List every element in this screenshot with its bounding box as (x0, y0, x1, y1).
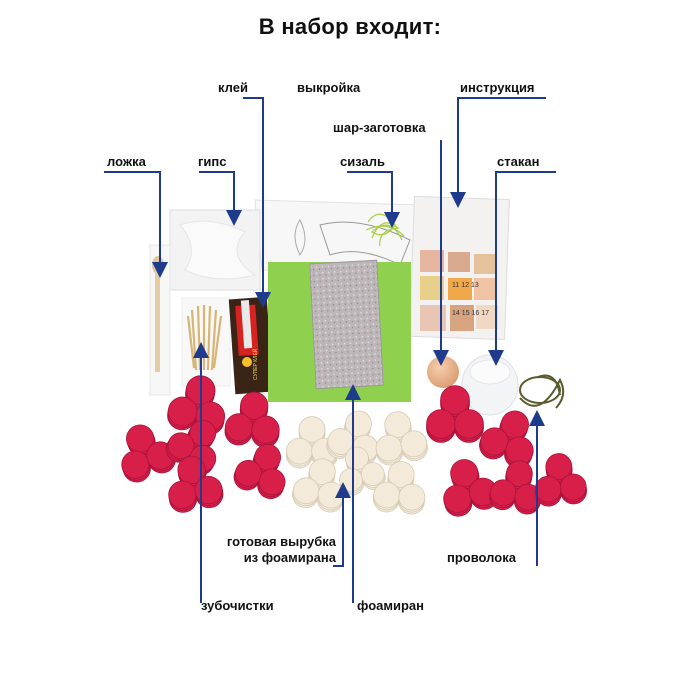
petal-cutout (224, 391, 280, 448)
cream-petal-cutouts (286, 410, 428, 515)
petal-cutout (326, 410, 379, 466)
petal-cutout (233, 443, 286, 500)
label-glue: клей (218, 80, 248, 95)
toothpicks-bundle (181, 297, 231, 387)
label-ready-cut-line2: из фоамирана (243, 550, 336, 565)
petal-cutout (375, 411, 428, 466)
plaster-bag (169, 209, 261, 291)
instruction-booklet: 11 12 13 14 15 16 17 (409, 195, 510, 341)
glitter-foamiran-sheet (309, 259, 384, 390)
petal-cutout (479, 410, 534, 469)
arrow-icon (347, 171, 400, 228)
page-title: В набор входит: (258, 14, 442, 39)
label-toothpicks: зубочистки (201, 598, 274, 613)
instruction-number: 11 12 13 (452, 282, 479, 289)
petal-cutout (168, 455, 224, 513)
petal-cutout (534, 453, 587, 507)
label-foamiran: фоамиран (357, 598, 425, 613)
label-spoon: ложка (107, 154, 146, 169)
petal-cutout (426, 385, 484, 443)
super-glue-package: СУПЕР КЛЕЙ (228, 296, 274, 395)
arrow-icon (333, 482, 351, 567)
label-ball-blank: шар-заготовка (333, 120, 426, 135)
arrow-icon (199, 171, 242, 226)
petal-cutout (373, 461, 426, 515)
label-wire: проволока (447, 550, 516, 565)
label-pattern: выкройка (297, 80, 361, 95)
arrow-icon (450, 97, 546, 208)
petal-cutout (443, 459, 499, 517)
red-petal-cutouts-right (426, 385, 587, 517)
label-instruction: инструкция (460, 80, 535, 95)
arrow-icon (104, 171, 168, 278)
petal-cutout (489, 460, 542, 515)
callout-arrows (104, 97, 556, 603)
label-plaster: гипс (198, 154, 227, 169)
label-sisal: сизаль (340, 154, 385, 169)
label-ready-cut-line1: готовая вырубка (226, 534, 336, 549)
glue-brand-text: СУПЕР КЛЕЙ (251, 348, 259, 380)
instruction-number: 14 15 16 17 (452, 310, 489, 317)
arrow-icon (488, 171, 556, 366)
label-ready-cut: готовая вырубка из фоамирана (212, 534, 336, 566)
ball-blank (427, 356, 459, 388)
plastic-cup (461, 354, 519, 416)
arrow-icon (243, 97, 271, 308)
wire-coil (519, 374, 565, 409)
label-cup: стакан (497, 154, 540, 169)
